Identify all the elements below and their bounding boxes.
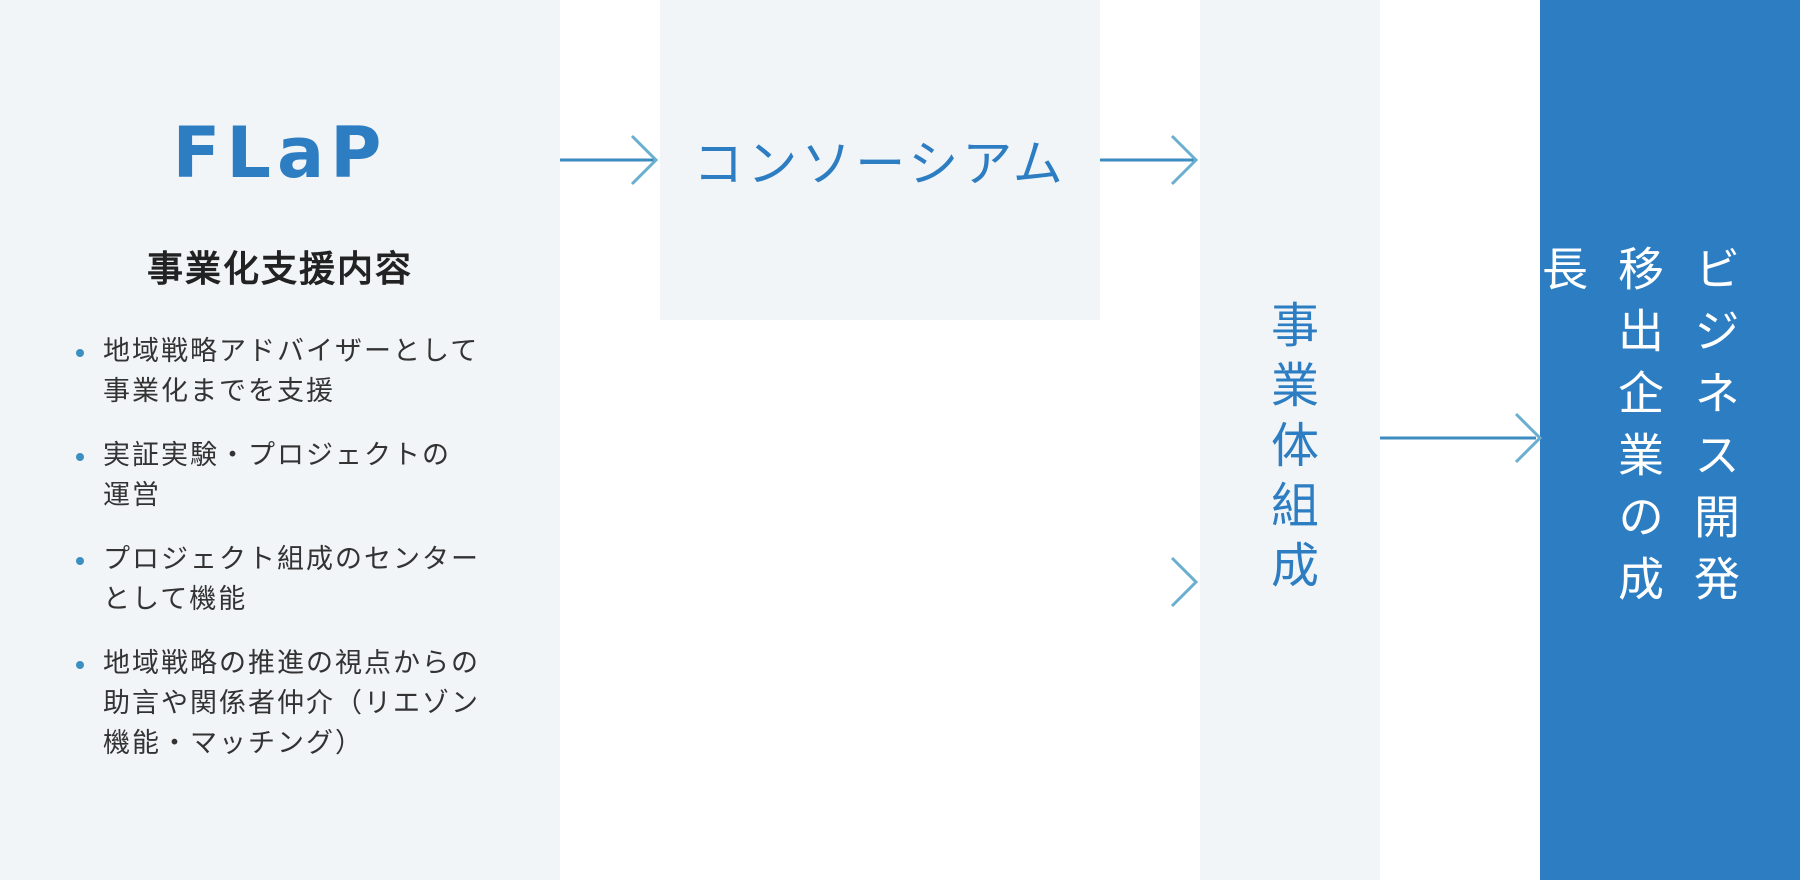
arrow-consortium-to-entity [1100,134,1199,186]
arrow-flap-to-consortium [560,134,659,186]
list-item-text: 地域戦略の推進の視点からの 助言や関係者仲介（リエゾン 機能・マッチング） [103,648,480,759]
list-item: 地域戦略の推進の視点からの 助言や関係者仲介（リエゾン 機能・マッチング） [76,644,516,764]
list-item-text: プロジェクト組成のセンター として機能 [103,544,480,615]
bullet-dot-icon [76,557,84,565]
list-item: プロジェクト組成のセンター として機能 [76,540,516,620]
support-title: 事業化支援内容 [146,249,413,290]
list-item: 地域戦略アドバイザーとして 事業化までを支援 [76,332,516,412]
entity-panel: 事業体組成 [1200,0,1380,880]
growth-panel [1540,0,1800,880]
consortium-panel: コンソーシアム [660,0,1100,320]
flap-title: FLaP [172,112,388,194]
bullet-dot-icon [76,349,84,357]
support-list: 地域戦略アドバイザーとして 事業化までを支援 実証実験・プロジェクトの 運営 プ… [76,332,516,788]
list-item-text: 地域戦略アドバイザーとして 事業化までを支援 [103,336,480,407]
growth-label: ビジネス開発 移出企業の成長 [1535,245,1741,617]
entity-label: 事業体組成 [1262,300,1318,600]
arrow-flap-to-entity [560,556,1199,608]
list-item-text: 実証実験・プロジェクトの 運営 [103,440,451,511]
bullet-dot-icon [76,453,84,461]
flap-panel: FLaP 事業化支援内容 地域戦略アドバイザーとして 事業化までを支援 実証実験… [0,0,560,880]
consortium-label: コンソーシアム [693,135,1067,193]
arrow-entity-to-growth [1380,412,1543,464]
list-item: 実証実験・プロジェクトの 運営 [76,436,516,516]
bullet-dot-icon [76,661,84,669]
